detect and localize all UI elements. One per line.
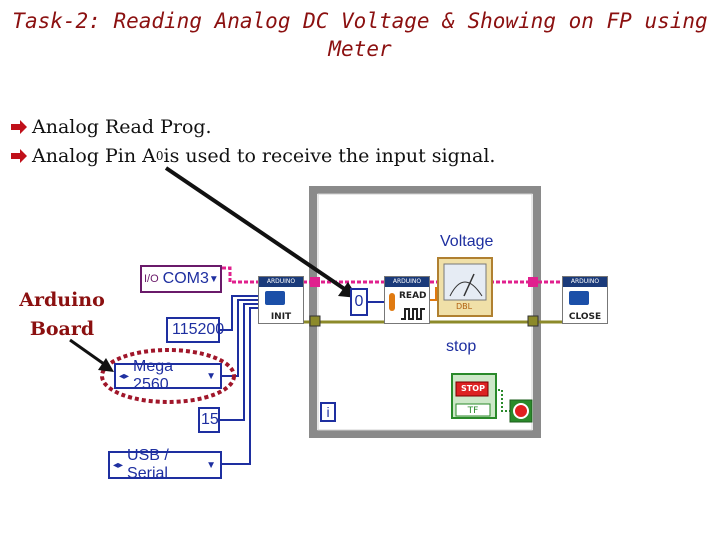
dbl-label: DBL	[456, 302, 473, 311]
slide-title-line2: Meter	[0, 36, 720, 62]
arduino-read-vi[interactable]: ARDUINO READ	[384, 276, 430, 324]
connection-type-value: USB / Serial	[127, 447, 169, 482]
bullet-item-1: Analog Read Prog.	[10, 112, 495, 141]
board-type-value: Mega 2560	[133, 358, 174, 393]
pin-constant-value: 0	[354, 293, 364, 310]
close-label: CLOSE	[568, 312, 602, 322]
tunnel-olive-left	[309, 315, 321, 327]
baud-rate-constant[interactable]: 115200	[166, 317, 224, 343]
tunnel-pink-right	[528, 277, 538, 287]
title-line1-text: Reading Analog DC Voltage & Showing on F…	[100, 9, 708, 33]
chevron-down-icon: ▼	[206, 370, 216, 382]
chevron-left-right-icon: ◂▸	[113, 459, 124, 471]
arduino-board-label-line1: Arduino	[19, 289, 105, 311]
vi-header: ARDUINO	[385, 277, 429, 287]
board-pointer-arrow-head	[98, 358, 114, 372]
bytes-constant[interactable]: 15	[198, 407, 220, 433]
board-type-control[interactable]: ◂▸ Mega 2560 ▼	[114, 358, 222, 393]
arduino-board-label-line2: Board	[29, 318, 95, 340]
bytes-wire	[220, 303, 258, 421]
vi-header: ARDUINO	[259, 277, 303, 287]
title-task-label: Task-2:	[12, 9, 101, 33]
voltage-indicator-label: Voltage	[440, 233, 494, 250]
connection-wire	[222, 307, 258, 465]
board-highlight-ellipse	[100, 348, 236, 404]
arduino-close-vi[interactable]: ARDUINO CLOSE	[562, 276, 608, 324]
chevron-down-icon: ▼	[206, 459, 216, 471]
bytes-value: 15	[201, 411, 219, 428]
thermometer-icon	[389, 293, 395, 311]
arduino-init-vi[interactable]: ARDUINO INIT	[258, 276, 304, 324]
init-label: INIT	[270, 312, 292, 322]
title-line2-text: Meter	[328, 37, 392, 61]
board-pointer-arrow-line	[69, 338, 105, 366]
read-label: READ	[399, 291, 427, 301]
waveform-icon	[401, 308, 425, 320]
com-port-value: COM3	[162, 270, 209, 287]
iteration-terminal: i	[320, 402, 336, 422]
baud-rate-value: 115200	[172, 321, 225, 338]
arduino-board-label: Arduino Board	[12, 286, 112, 344]
chevron-left-right-icon: ◂▸	[119, 370, 130, 382]
bullet-text-2-start: Analog Pin A	[32, 144, 156, 167]
red-arrow-bullet-icon	[11, 119, 27, 134]
visa-wire-pink	[222, 266, 258, 284]
baud-wire	[220, 295, 258, 331]
vi-header: ARDUINO	[563, 277, 607, 287]
tunnel-pink-left	[310, 277, 320, 287]
bullet-text-1: Analog Read Prog.	[32, 115, 212, 138]
red-arrow-bullet-icon	[11, 148, 27, 163]
tunnel-olive-right	[527, 315, 539, 327]
slide-title: Task-2: Reading Analog DC Voltage & Show…	[0, 8, 720, 34]
pin-constant[interactable]: 0	[350, 288, 368, 316]
stop-control-label: stop	[446, 338, 477, 355]
bullet-subscript: 0	[155, 148, 164, 163]
bullet-text-2-end: is used to receive the input signal.	[163, 144, 496, 167]
connection-type-control[interactable]: ◂▸ USB / Serial ▼	[108, 447, 222, 482]
visa-resource-icon: I/O	[144, 273, 159, 285]
iteration-label: i	[326, 404, 330, 420]
com-port-control[interactable]: I/O COM3 ▼	[140, 265, 222, 293]
arduino-board-icon	[569, 291, 589, 305]
board-wire	[222, 299, 258, 377]
arduino-board-icon	[265, 291, 285, 305]
stop-button-text: STOP	[461, 384, 485, 393]
while-loop-shadow	[317, 193, 533, 431]
tf-label: TF	[467, 406, 479, 416]
while-loop-frame	[309, 186, 541, 438]
chevron-down-icon: ▼	[208, 273, 219, 285]
pin-pointer-arrow-line	[164, 166, 348, 292]
